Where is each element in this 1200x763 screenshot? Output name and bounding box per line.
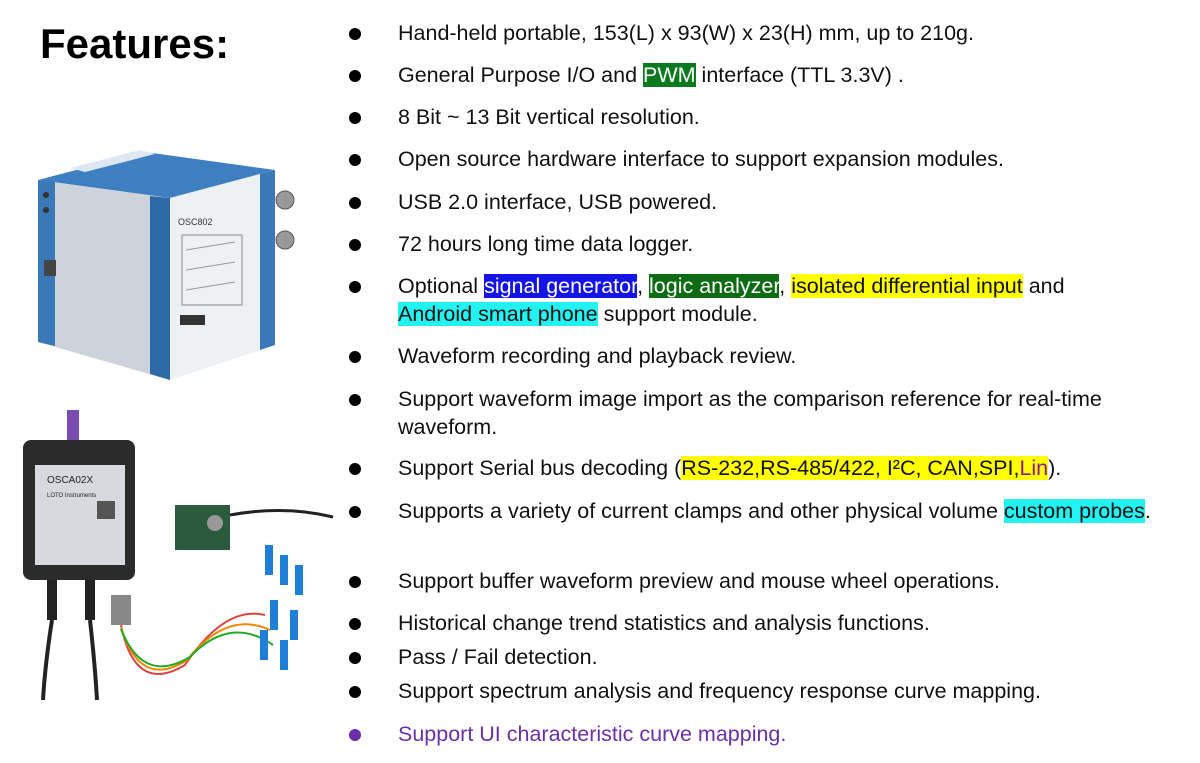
bullet-icon [349, 351, 361, 363]
feature-text: USB 2.0 interface, USB powered. [398, 190, 718, 214]
highlight-signal-generator: signal generator [484, 274, 638, 298]
feature-text: Support buffer waveform preview and mous… [398, 569, 1000, 593]
page-title: Features: [40, 20, 230, 67]
feature-text: Support spectrum analysis and frequency … [398, 679, 1041, 703]
device-label-osc802: OSC802 [178, 217, 213, 227]
feature-text: Support waveform image import as the com… [398, 387, 1102, 439]
feature-text: Optional signal generator, logic analyze… [398, 274, 1065, 326]
feature-text: Hand-held portable, 153(L) x 93(W) x 23(… [398, 21, 974, 45]
oscilloscope-device-image: OSC802 [38, 150, 295, 380]
highlight-pwm: PWM [643, 63, 696, 87]
device-brand: LOTO Instruments [47, 493, 96, 499]
feature-text: 8 Bit ~ 13 Bit vertical resolution. [398, 105, 700, 129]
oscilloscope-kit-image: OSCA02X LOTO Instruments [23, 410, 334, 701]
bullet-icon [349, 618, 361, 630]
bullet-icon [349, 28, 361, 40]
highlight-logic-analyzer: logic analyzer [649, 274, 780, 298]
highlight-custom-probes: custom probes [1003, 499, 1145, 523]
bullet-icon [349, 506, 361, 518]
bullet-icon [349, 576, 361, 588]
bullet-icon [349, 463, 361, 475]
highlight-serial-buses: RS-232,RS-485/422, I²C, CAN,SPI,Lin [681, 456, 1049, 480]
feature-text: Historical change trend statistics and a… [398, 611, 930, 635]
bullet-icon [349, 281, 361, 293]
device-label-osca02x: OSCA02X [47, 475, 93, 486]
bullet-icon [349, 652, 361, 664]
feature-text: General Purpose I/O and PWM interface (T… [398, 63, 904, 87]
bullet-icon [349, 154, 361, 166]
feature-text: 72 hours long time data logger. [398, 232, 694, 256]
feature-text: Support UI characteristic curve mapping. [398, 722, 787, 746]
feature-text: Supports a variety of current clamps and… [398, 499, 1151, 523]
bullet-icon [349, 112, 361, 124]
bullet-icon [349, 70, 361, 82]
feature-text: Open source hardware interface to suppor… [398, 147, 1004, 171]
bullet-icon [349, 686, 361, 698]
feature-text: Pass / Fail detection. [398, 645, 598, 669]
bullet-icon [349, 394, 361, 406]
bullet-icon [349, 239, 361, 251]
feature-text: Support Serial bus decoding (RS-232,RS-4… [398, 456, 1062, 480]
highlight-android: Android smart phone [398, 302, 598, 326]
highlight-isolated-input: isolated differential input [791, 274, 1023, 298]
bullet-icon [349, 729, 361, 741]
bullet-icon [349, 197, 361, 209]
feature-text: Waveform recording and playback review. [398, 344, 797, 368]
